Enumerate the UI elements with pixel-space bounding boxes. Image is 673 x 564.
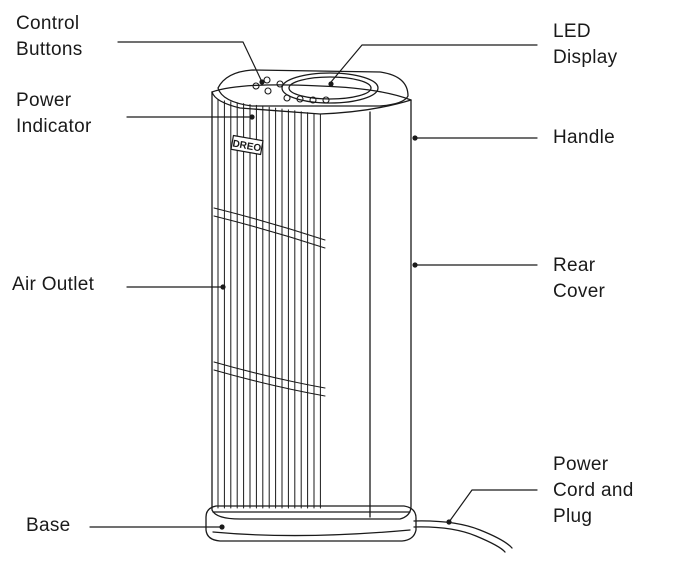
label-line: Handle: [553, 127, 616, 148]
label-base: Base: [26, 513, 71, 539]
brand-logo-text: DREO: [232, 139, 263, 155]
label-line: Plug: [553, 506, 593, 527]
label-line: Air Outlet: [12, 274, 95, 295]
label-line: Indicator: [16, 116, 92, 137]
label-line: Display: [553, 47, 618, 68]
control-buttons-shape: [252, 76, 330, 104]
brand-logo: DREO: [230, 134, 264, 156]
label-line: Cover: [553, 281, 606, 302]
label-line: Control: [16, 13, 80, 34]
label-air-outlet: Air Outlet: [12, 272, 94, 298]
power-cord-shape: [413, 520, 513, 553]
label-power-cord: Power Cord and Plug: [553, 452, 634, 530]
top-cap-shape: [217, 69, 409, 107]
leader-power-cord: [448, 489, 538, 523]
body-shape: [211, 84, 412, 520]
label-line: Rear: [553, 255, 596, 276]
label-handle: Handle: [553, 125, 615, 151]
base-shape: [205, 505, 417, 542]
leader-lines: [89, 41, 538, 528]
air-outlet-grille: [217, 99, 321, 509]
label-line: LED: [553, 21, 591, 42]
grille-bands: [213, 207, 326, 397]
label-line: Power: [16, 90, 72, 111]
label-led-display: LED Display: [553, 19, 617, 71]
label-line: Base: [26, 515, 71, 536]
leader-dots: [219, 79, 452, 530]
leader-control-buttons: [117, 41, 263, 83]
label-line: Cord and: [553, 480, 634, 501]
label-line: Power: [553, 454, 609, 475]
label-control-buttons: Control Buttons: [16, 11, 83, 63]
label-power-indicator: Power Indicator: [16, 88, 92, 140]
label-line: Buttons: [16, 39, 83, 60]
leader-led-display: [330, 44, 538, 83]
label-rear-cover: Rear Cover: [553, 253, 605, 305]
